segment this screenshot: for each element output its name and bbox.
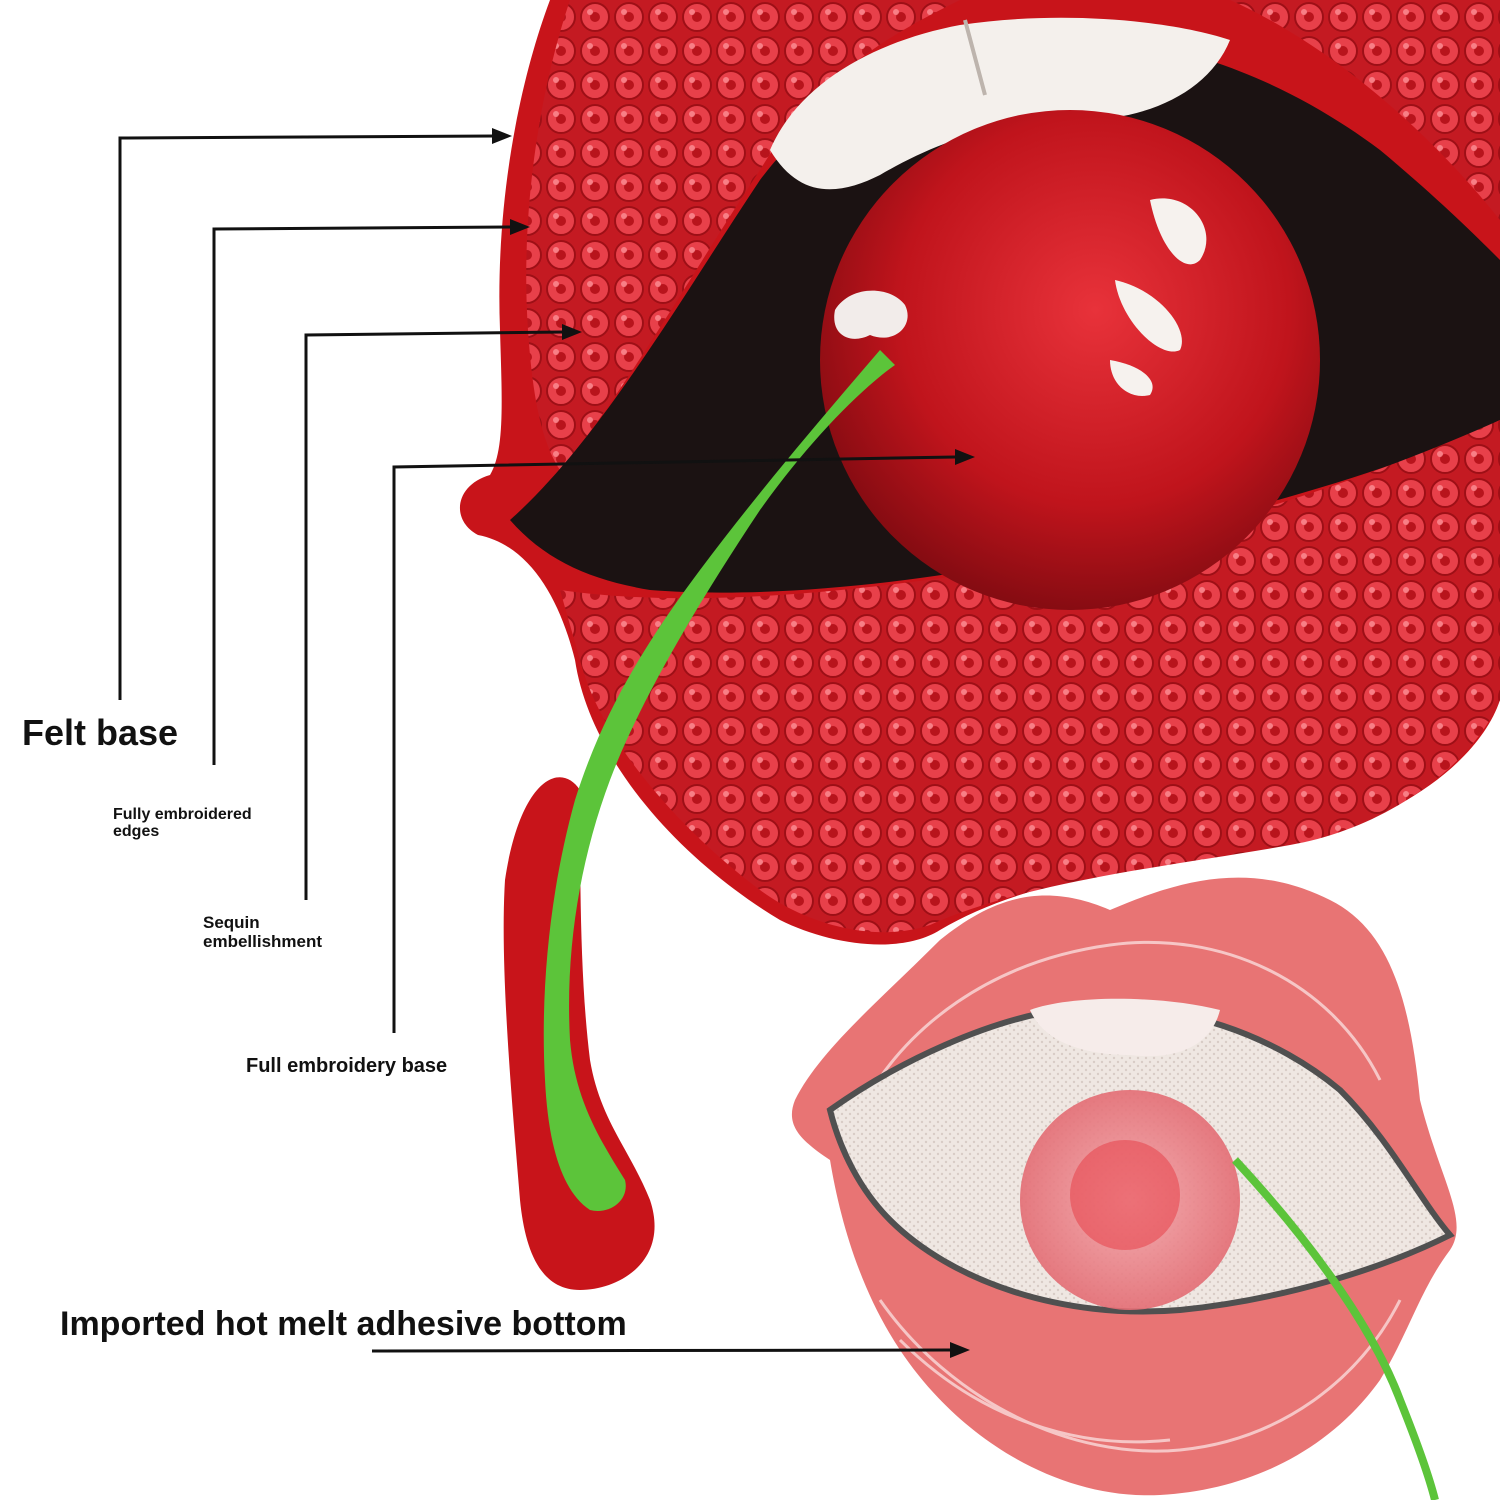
sequin-callout xyxy=(304,330,566,900)
cherry-stem xyxy=(543,350,895,1211)
felt-base-label: Felt base xyxy=(22,712,179,753)
adhesive-callout xyxy=(371,1348,951,1353)
edges-callout xyxy=(212,225,513,765)
upper-lip-sequins-right xyxy=(1230,0,1500,220)
cherry xyxy=(820,110,1320,610)
embroidered-edges-label: Fully embroidered edges xyxy=(113,806,252,840)
sequin-embellishment-label: Sequin embellishment xyxy=(203,913,323,951)
lower-lip-sequins xyxy=(560,420,1500,933)
felt-base-callout xyxy=(118,134,496,700)
embroidery-base-label: Full embroidery base xyxy=(246,1055,448,1077)
front-patch xyxy=(459,0,1500,1290)
embroidery-callout xyxy=(392,455,956,1033)
felt-stem xyxy=(503,777,655,1290)
back-patch xyxy=(791,877,1457,1501)
upper-lip-sequins xyxy=(526,0,960,470)
upper-teeth xyxy=(770,17,1230,190)
callout-lines xyxy=(118,134,956,1353)
arrowheads xyxy=(492,128,975,1358)
hot-melt-adhesive-label: Imported hot melt adhesive bottom xyxy=(60,1305,627,1343)
